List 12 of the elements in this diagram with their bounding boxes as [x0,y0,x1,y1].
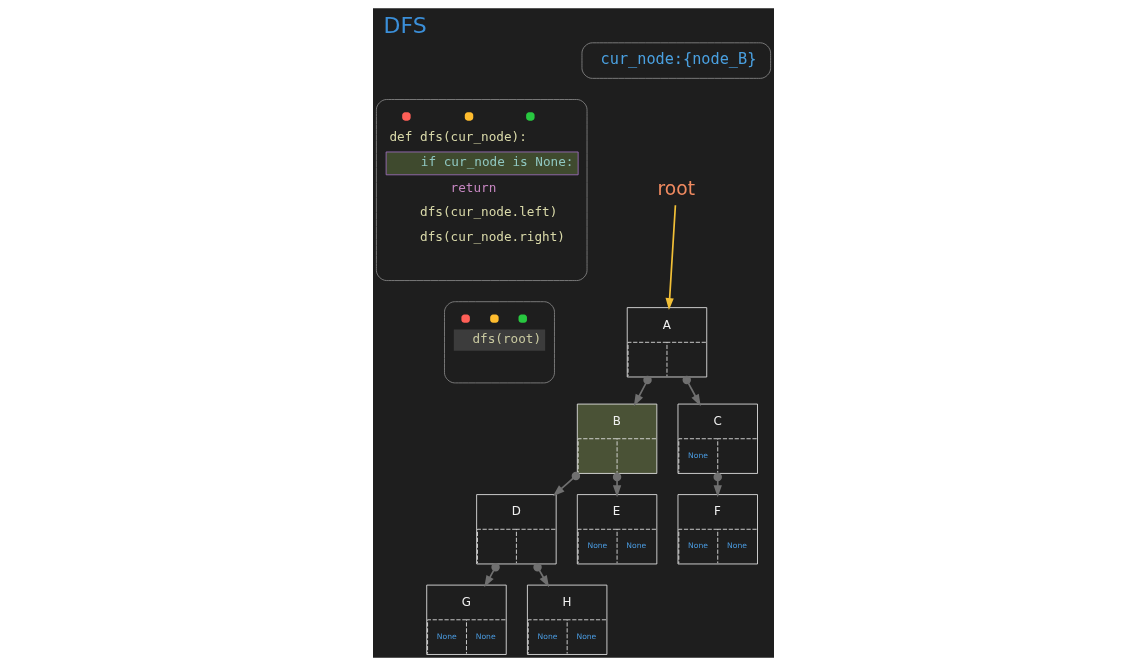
node-box: def dfs(cur_node): if cur_node is None: return dfs(cur_node.left) dfs(cur_node.right) [375,99,588,281]
arrow [533,562,550,588]
arrow [612,472,622,498]
node-box: dfs(root) [444,301,555,384]
diagram-title: DFS [383,12,427,38]
arrow [682,375,701,407]
arrow [552,471,581,497]
arrow [665,204,677,310]
node-text: root [657,177,695,199]
arrow [633,375,652,407]
arrow [484,562,500,588]
node-box: cur_node:{node_B} [581,42,772,79]
